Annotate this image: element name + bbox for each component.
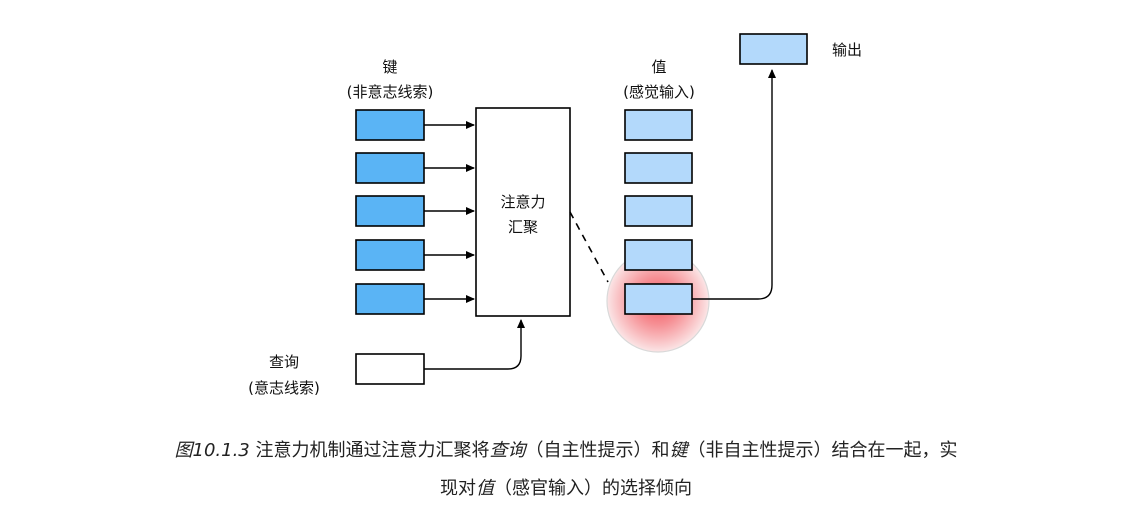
value-box-selected: [624, 283, 693, 315]
caption-term-key: 键: [669, 440, 688, 461]
query-arrow: [424, 319, 525, 370]
attention-pooling-box: [475, 107, 571, 317]
keys-subtitle: (非意志线索): [347, 83, 434, 101]
values-title: 值: [651, 58, 666, 76]
caption-text-4: 现对: [440, 478, 476, 499]
key-box: [355, 109, 425, 141]
query-box: [355, 353, 425, 385]
key-box: [355, 195, 425, 227]
output-arrow: [692, 69, 776, 300]
keys-title: 键: [382, 58, 397, 76]
key-box: [355, 239, 425, 271]
output-box: [739, 33, 808, 65]
query-title: 查询: [269, 353, 299, 371]
value-box: [624, 195, 693, 227]
query-subtitle: (意志线索): [248, 379, 320, 397]
selection-dashed-line: [569, 211, 609, 283]
caption-line-2: 现对值（感官输入）的选择倾向: [0, 470, 1132, 508]
attention-pooling-label-line2: 汇聚: [508, 218, 538, 236]
keys-group: [355, 109, 425, 315]
caption-text-3: （非自主性提示）结合在一起，实: [687, 440, 958, 461]
caption-line-1: 图10.1.3 注意力机制通过注意力汇聚将查询（自主性提示）和键（非自主性提示）…: [0, 432, 1132, 470]
value-box: [624, 109, 693, 141]
caption-term-value: 值: [476, 478, 494, 499]
caption-text-2: （自主性提示）和: [525, 440, 670, 461]
figure-label: 图10.1.3: [174, 440, 250, 461]
caption-text-1: 注意力机制通过注意力汇聚将: [255, 440, 490, 461]
figure-caption: 图10.1.3 注意力机制通过注意力汇聚将查询（自主性提示）和键（非自主性提示）…: [0, 432, 1132, 508]
values-subtitle: (感觉输入): [623, 83, 695, 101]
output-label: 输出: [832, 41, 862, 59]
key-arrows: [424, 121, 475, 303]
caption-text-5: （感官输入）的选择倾向: [494, 478, 692, 499]
key-box: [355, 283, 425, 315]
value-box: [624, 239, 693, 271]
values-group: [624, 109, 693, 315]
attention-mechanism-diagram: 键 (非意志线索) 注意力 汇聚 查询 (意志线索) 值 (感觉输入): [248, 33, 862, 397]
caption-term-query: 查询: [489, 440, 526, 461]
attention-pooling-label-line1: 注意力: [500, 193, 545, 211]
key-box: [355, 152, 425, 184]
value-box: [624, 152, 693, 184]
